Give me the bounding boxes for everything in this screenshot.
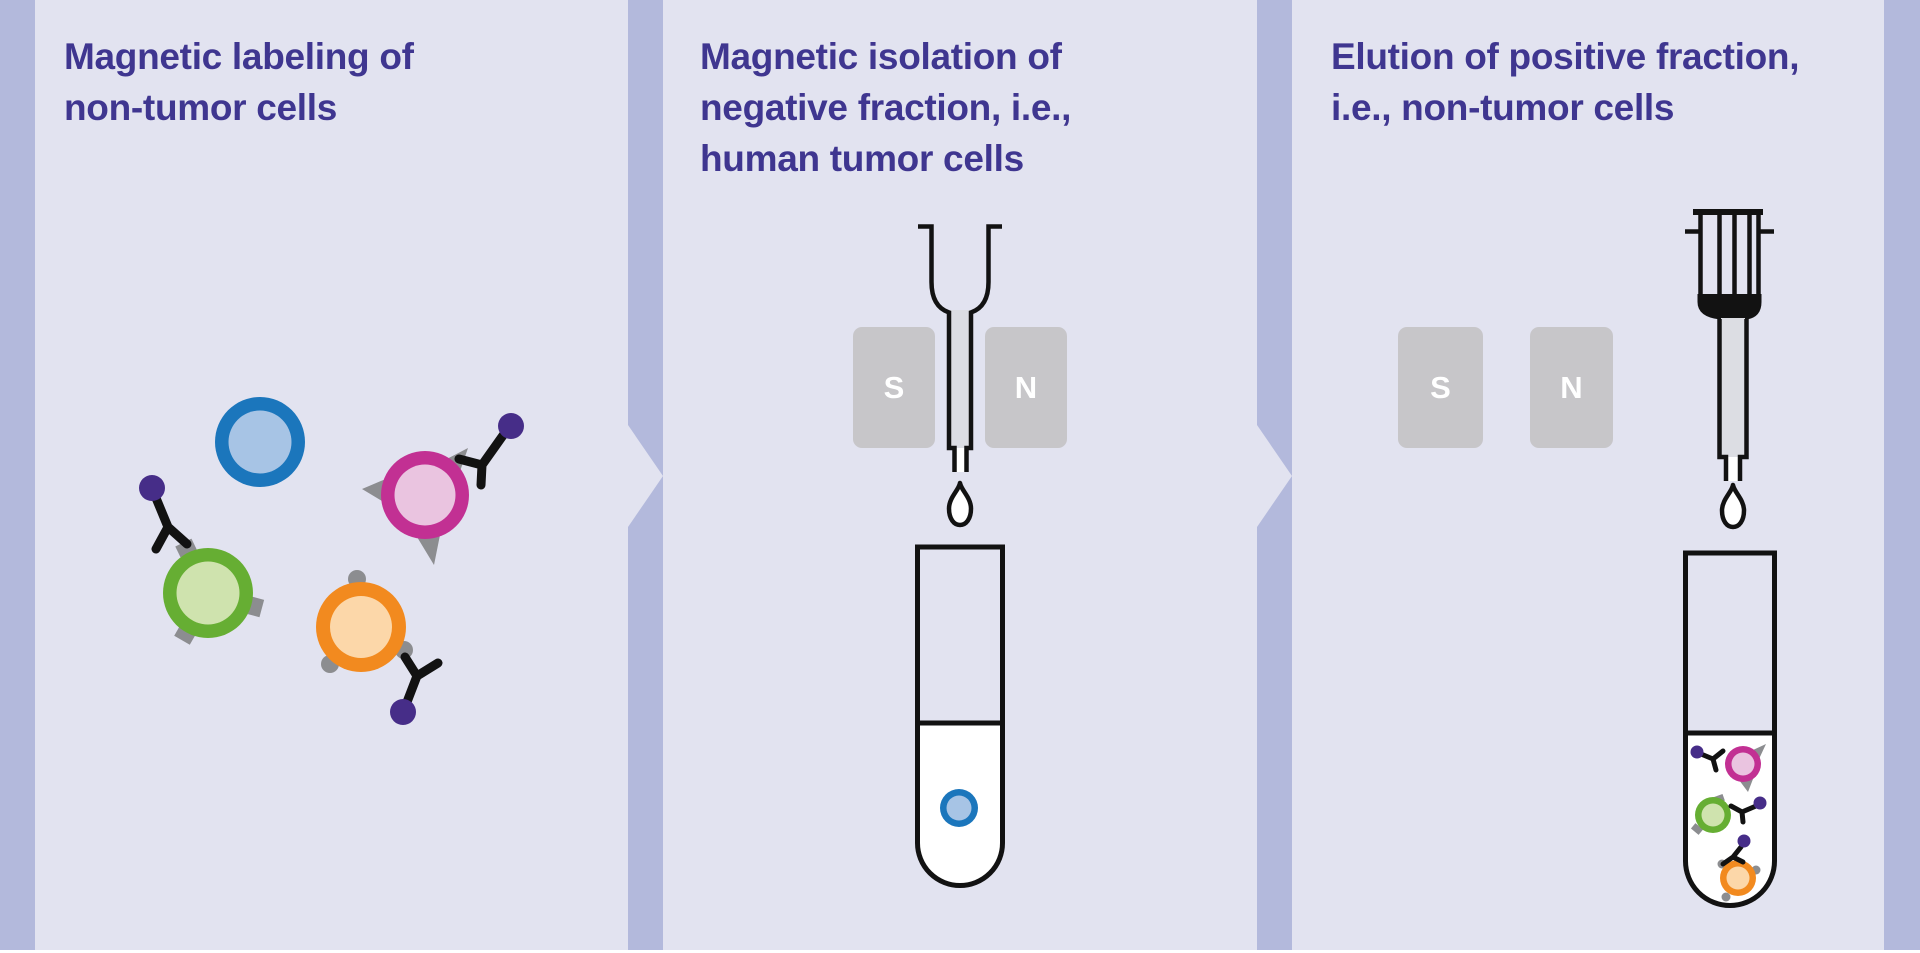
non-tumor-cell-green [139,475,265,645]
tumor-cell-blue [215,397,305,487]
panel-1-background [35,0,628,953]
title-line: negative fraction, i.e., [700,87,1072,128]
non-tumor-cell-magenta [1690,744,1766,792]
magnetic-bead [1690,745,1704,759]
antibody-with-magnetic-bead-icon [1720,834,1751,867]
magnetic-bead [1753,796,1767,810]
antibody-with-magnetic-bead-icon [1728,796,1767,825]
column-walls [1698,215,1761,296]
column-matrix [949,310,971,448]
magnet-north-label: N [1014,369,1038,405]
title-line: Elution of positive fraction, [1331,36,1800,77]
mixed-cell-suspension [139,397,524,725]
antibody-with-magnetic-bead-icon [1690,745,1726,773]
arrow-chevron-right-icon [1257,425,1292,527]
panel-2-title: Magnetic isolation of negative fraction,… [700,31,1071,184]
non-tumor-cell-orange [316,570,443,725]
magnet-south-icon: S [853,327,935,448]
magnet-north-label: N [1560,369,1583,405]
antibody-with-magnetic-bead-icon [390,652,443,725]
plunger-icon [1693,209,1763,215]
panel-3-background [1292,0,1884,953]
magnet-north-icon: N [1530,327,1613,448]
droplet-icon [946,480,974,528]
separation-column-icon [918,224,1002,472]
surface-marker [174,625,196,645]
plunger-rods [1717,215,1752,298]
column-matrix [1721,318,1745,457]
magnetic-bead [390,699,416,725]
tumor-cell-blue [940,789,978,827]
magnetic-bead [498,413,524,439]
antibody-with-magnetic-bead-icon [454,413,524,490]
surface-marker [1739,779,1753,792]
title-line: i.e., non-tumor cells [1331,87,1675,128]
collection-tube-positive-fraction [1683,550,1777,908]
elution-column-with-plunger [1685,209,1774,481]
surface-marker [1753,744,1766,759]
antibody-with-magnetic-bead-icon [139,475,192,554]
collection-tube-negative-fraction [915,544,1005,888]
title-line: Magnetic labeling of [64,36,414,77]
magnet-north-icon: N [985,327,1067,448]
surface-marker [1690,823,1704,835]
magnetic-bead [1737,834,1751,848]
plunger-seal [1697,294,1762,320]
magnet-south-label: S [883,369,905,405]
title-line: human tumor cells [700,138,1024,179]
non-tumor-cell-orange [1717,834,1761,902]
bottom-edge [0,950,1920,953]
magnet-south-icon: S [1398,327,1483,448]
surface-marker [1721,892,1731,902]
title-line: Magnetic isolation of [700,36,1062,77]
non-tumor-cell-green [1690,794,1767,835]
magnet-south-label: S [1430,369,1451,405]
magnetic-bead [139,475,165,501]
droplet-icon [1719,482,1747,530]
panel-1-title: Magnetic labeling of non-tumor cells [64,31,414,133]
non-tumor-cell-magenta [362,413,524,565]
arrow-chevron-right-icon [628,425,663,527]
panel-3-title: Elution of positive fraction, i.e., non-… [1331,31,1800,133]
title-line: non-tumor cells [64,87,338,128]
